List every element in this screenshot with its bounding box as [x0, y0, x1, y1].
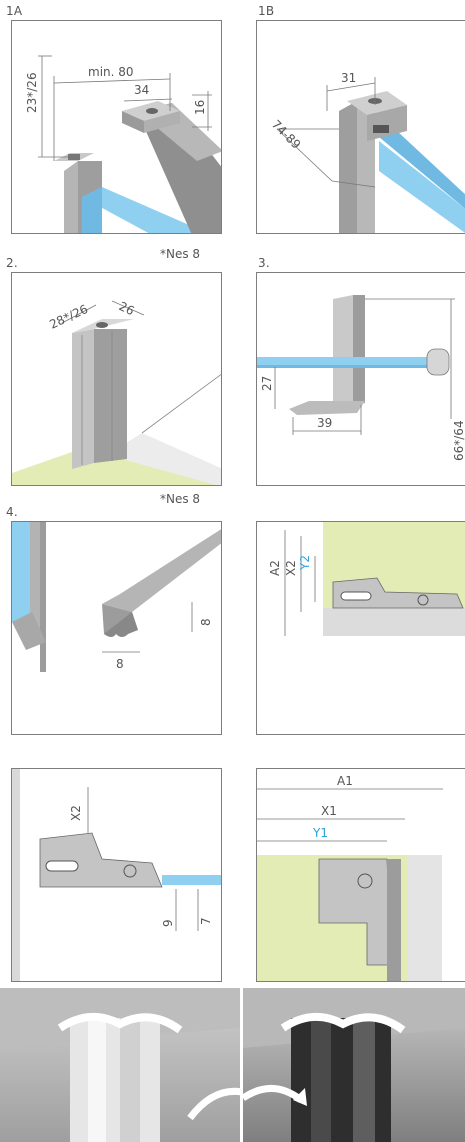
panel-1b-wall-mount: 31 74-89: [256, 20, 465, 234]
photo-dark-seal: [243, 988, 465, 1142]
dim-6-x2: X2: [69, 805, 83, 821]
dim-4-height: 8: [199, 618, 213, 626]
figure-label-2: 2.: [6, 256, 18, 270]
dim-3-total-height: 66*/64: [452, 420, 465, 461]
dim-6-nine: 9: [161, 919, 175, 927]
panel-1a-wall-mount: 23*/26 min. 80 34 16: [11, 20, 222, 234]
panel-7-wall-offset: A1 X1 Y1: [256, 768, 465, 982]
dim-1a-min-width: min. 80: [88, 65, 134, 79]
dim-4-width: 8: [116, 657, 124, 671]
dim-5-y2: Y2: [298, 555, 312, 571]
panel-3-wall-bracket: 27 39 66*/64: [256, 272, 465, 486]
dim-2-depth: 28*/26: [47, 302, 90, 332]
footnote-nes-8-bottom: *Nes 8: [160, 492, 201, 506]
footnote-nes-8-top: *Nes 8: [160, 247, 201, 261]
dim-7-x1: X1: [321, 804, 337, 818]
dim-6-seven: 7: [199, 917, 213, 925]
dim-7-a1: A1: [337, 774, 353, 788]
dim-1b-range: 74-89: [269, 117, 304, 152]
figure-label-3: 3.: [258, 256, 270, 270]
panel-6-glass-offset: X2 9 7: [11, 768, 222, 982]
figure-label-4: 4.: [6, 505, 18, 519]
dim-1a-bracket-width: 34: [134, 83, 149, 97]
dim-3-height: 27: [260, 376, 274, 391]
panel-5-floor-offset: A2 X2 Y2: [256, 521, 465, 735]
dim-1a-bracket-height: 16: [193, 100, 207, 115]
figure-label-1a: 1A: [6, 4, 23, 18]
dim-7-y1: Y1: [312, 826, 328, 840]
panel-2-corner-profile: 28*/26 26: [11, 272, 222, 486]
dim-5-a2: A2: [268, 560, 282, 576]
dim-5-x2: X2: [284, 560, 298, 576]
photo-clear-seal: [0, 988, 240, 1142]
panel-4-seal-profile: 8 8: [11, 521, 222, 735]
dim-3-depth: 39: [317, 416, 332, 430]
dim-2-width: 26: [117, 299, 137, 318]
dim-1b-width: 31: [341, 71, 356, 85]
figure-label-1b: 1B: [258, 4, 275, 18]
dim-1a-height: 23*/26: [25, 72, 39, 113]
